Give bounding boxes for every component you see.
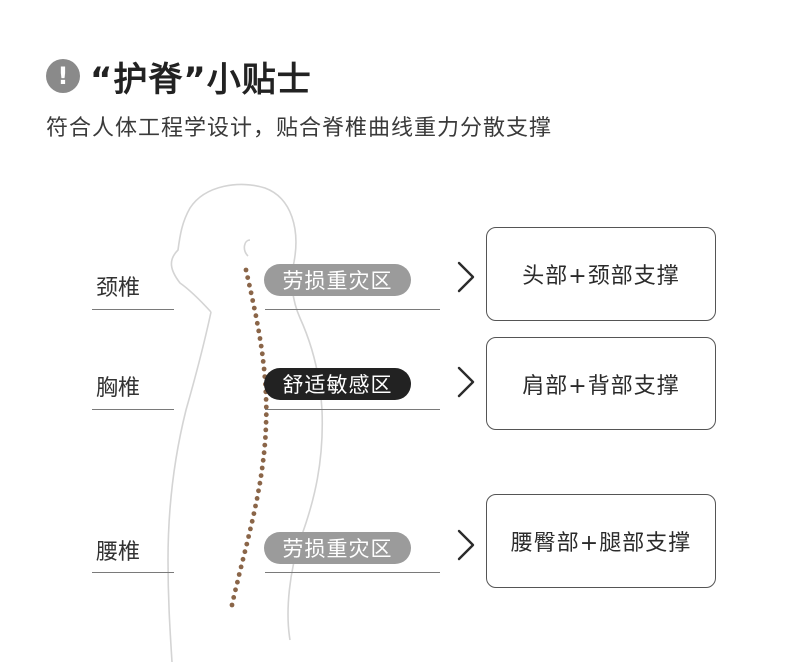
spine-dot — [261, 366, 267, 372]
page-subtitle: 符合人体工程学设计，贴合脊椎曲线重力分散支撑 — [46, 116, 553, 141]
spine-dot — [254, 320, 260, 326]
spine-dot — [260, 359, 266, 364]
spine-dot — [258, 473, 264, 478]
chevron-right-icon — [457, 529, 475, 561]
spine-dot — [256, 488, 261, 494]
spine-dot — [258, 343, 264, 349]
row-label: 胸椎 — [96, 376, 141, 401]
spine-dot — [249, 518, 255, 524]
zone-divider — [265, 572, 440, 573]
chevron-right-icon — [457, 261, 475, 293]
zone-badge: 劳损重灾区 — [264, 532, 411, 564]
spine-dot — [263, 397, 269, 402]
spine-dot — [235, 579, 240, 585]
spine-dot — [233, 587, 238, 593]
zone-divider — [265, 309, 440, 310]
spine-dot — [244, 541, 250, 547]
spine-dot — [262, 442, 268, 448]
spine-dot — [257, 336, 263, 341]
support-box: 腰臀部+腿部支撑 — [486, 494, 716, 588]
title-row: ! “护脊”小贴士 — [46, 54, 312, 100]
spine-dot — [257, 480, 263, 486]
spine-dot — [238, 564, 244, 570]
spine-dot — [254, 496, 260, 501]
page-title: “护脊”小贴士 — [90, 59, 312, 100]
exclamation-icon: ! — [46, 59, 80, 93]
row-divider — [92, 572, 174, 573]
spine-dot — [263, 419, 269, 425]
spine-dot — [236, 572, 242, 577]
chevron-right-icon — [457, 366, 475, 398]
spine-dot — [259, 351, 265, 357]
spine-dot — [259, 465, 265, 471]
spine-dot — [240, 556, 246, 562]
spine-dot — [253, 313, 259, 319]
row-label: 腰椎 — [96, 540, 141, 565]
spine-dots — [229, 267, 269, 608]
spine-dot — [248, 290, 254, 296]
zone-badge: 劳损重灾区 — [264, 264, 411, 296]
spine-dot — [256, 328, 262, 334]
spine-dot — [250, 298, 256, 303]
spine-dot — [242, 549, 248, 555]
spine-dot — [260, 457, 266, 463]
spine-dot — [253, 503, 258, 509]
zone-divider — [265, 409, 440, 410]
support-box: 肩部+背部支撑 — [486, 337, 716, 430]
spine-dot — [261, 450, 267, 456]
spine-dot — [263, 404, 269, 410]
zone-badge: 舒适敏感区 — [264, 368, 411, 400]
spine-dot — [251, 511, 257, 516]
spine-dot — [243, 267, 249, 273]
row-label: 颈椎 — [96, 276, 141, 301]
spine-dot — [263, 435, 268, 440]
spine-dot — [263, 412, 269, 418]
spine-dot — [263, 427, 269, 433]
spine-dot — [229, 602, 235, 608]
spine-dot — [247, 282, 252, 288]
row-divider — [92, 409, 174, 410]
spine-dot — [246, 534, 252, 539]
support-box: 头部+颈部支撑 — [486, 227, 716, 321]
spine-dot — [251, 305, 257, 311]
row-divider — [92, 309, 174, 310]
spine-dot — [248, 526, 253, 532]
spine-dot — [245, 275, 251, 280]
spine-dot — [231, 595, 237, 600]
